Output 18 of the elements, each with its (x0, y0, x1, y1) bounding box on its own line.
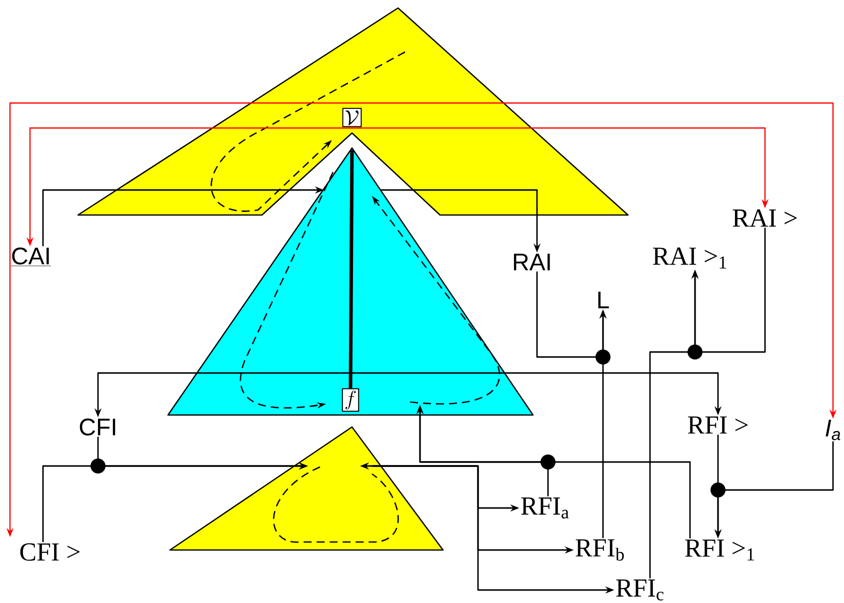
signal-label: RAI > (732, 209, 797, 227)
signal-label: CAI (10, 248, 52, 266)
symbol-box: $f$ (342, 388, 360, 412)
signal-label: I$_{a}$ (826, 420, 840, 440)
signal-label: RAI >$_{1}$ (653, 248, 726, 268)
signal-label: RAI (514, 254, 550, 270)
signal-label: CFI > (20, 543, 80, 561)
signal-label: RFI >$_{1}$ (685, 540, 754, 560)
signal-label: RFI$_{c}$ (616, 580, 664, 600)
signal-label: CFI (80, 418, 116, 436)
signal-label: RFI$_{b}$ (576, 539, 624, 561)
symbol-box: $\mathcal{V}$ (342, 108, 362, 128)
chevron-shape (77, 7, 629, 216)
signal-label: L (598, 292, 609, 308)
triangle (169, 426, 444, 551)
signal-label: RFI$_{a}$ (521, 498, 569, 518)
connector (348, 150, 354, 388)
signal-label: RFI > (688, 416, 748, 434)
